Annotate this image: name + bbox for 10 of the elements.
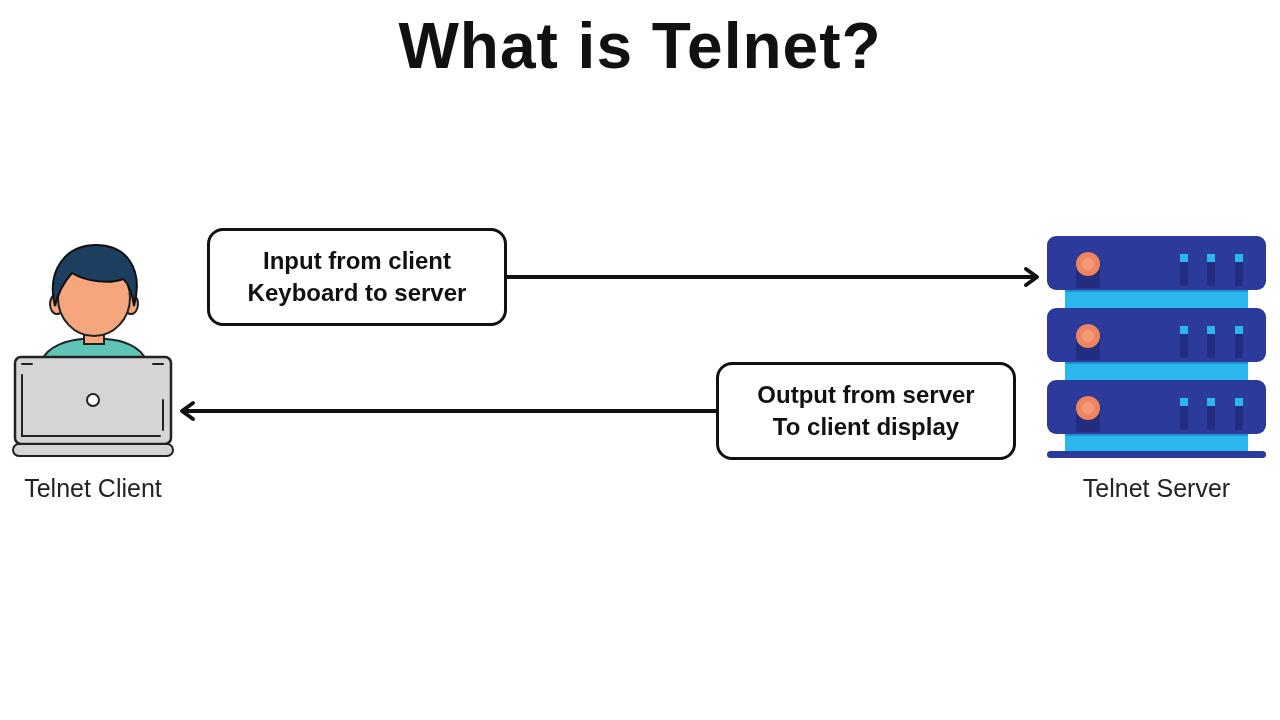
node-caption: Telnet Server <box>1082 473 1231 504</box>
node-caption: Telnet Client <box>24 473 162 504</box>
server-rack-drawing <box>1045 236 1268 458</box>
box-text: Output from server To client display <box>756 380 976 442</box>
arrow <box>507 267 1039 287</box>
arrow <box>180 401 716 421</box>
rounded-box <box>207 228 507 326</box>
rounded-box <box>716 362 1016 460</box>
box-text: Input from client Keyboard to server <box>246 246 468 308</box>
title: What is Telnet? <box>398 14 882 78</box>
